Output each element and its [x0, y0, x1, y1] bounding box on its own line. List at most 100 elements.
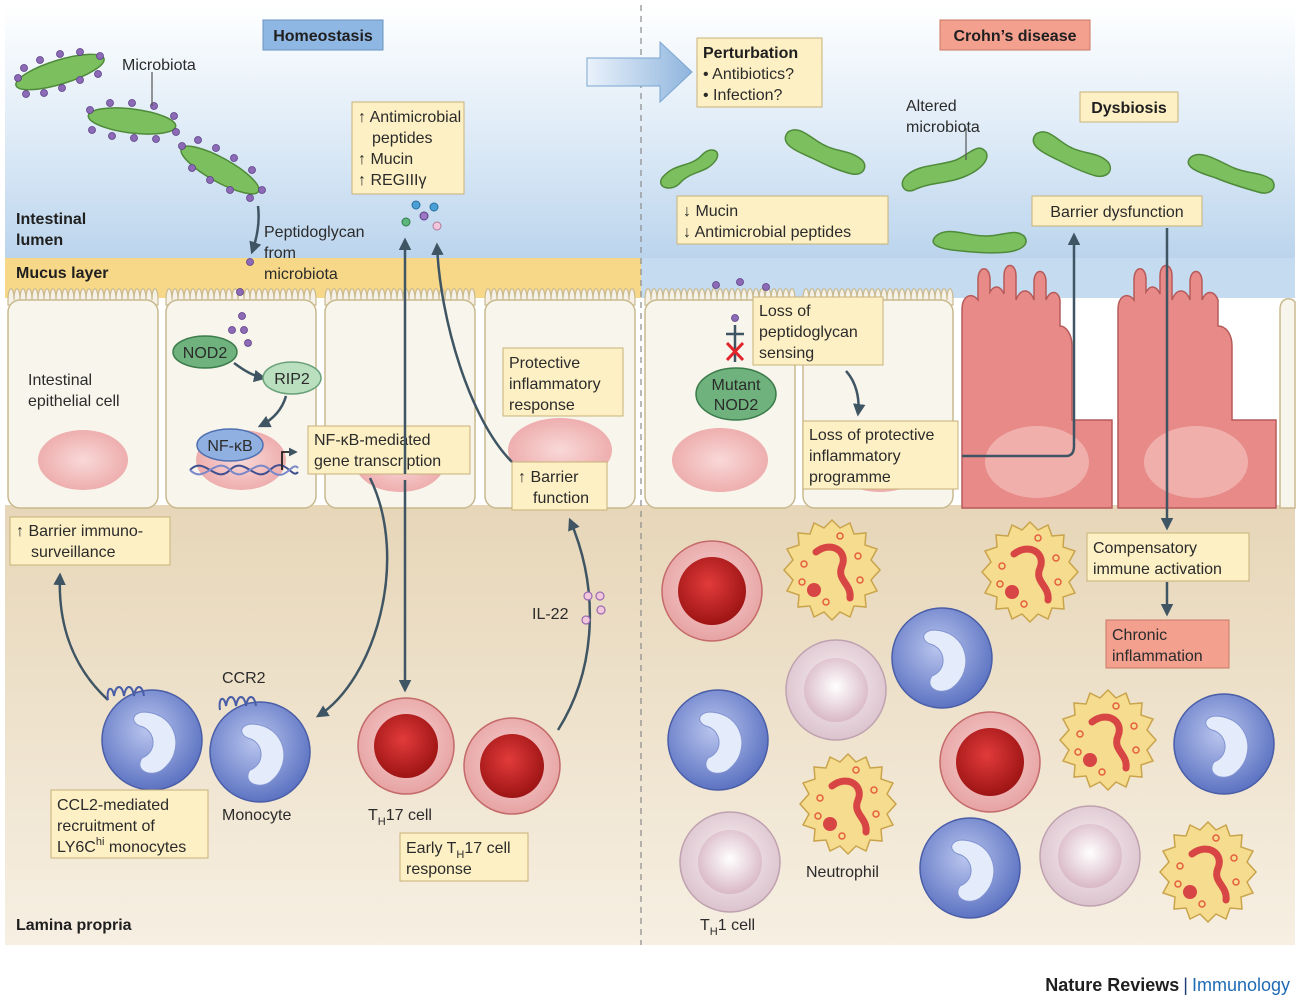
- loss-sensing-line2: peptidoglycan: [759, 324, 858, 341]
- mucin-line1: ↓ Mucin: [683, 203, 738, 220]
- protective-line1: Protective: [509, 355, 580, 372]
- protective-line2: inflammatory: [509, 376, 601, 393]
- peptidoglycan-arrow: [249, 205, 262, 255]
- right-monocyte-1: [891, 607, 993, 709]
- chronic-line1: Chronic: [1112, 627, 1167, 644]
- nfkb-node: NF-κB: [196, 428, 264, 462]
- perturbation-arrow: [586, 40, 693, 104]
- nfkb-box-line2: gene transcription: [314, 453, 441, 470]
- crohns-title-text: Crohn’s disease: [953, 28, 1076, 45]
- antimicrobial-line3: ↑ Mucin: [358, 151, 413, 168]
- monocyte-cell-1: [101, 686, 203, 791]
- credit-journal: Immunology: [1191, 975, 1290, 995]
- neutrophil-label: Neutrophil: [806, 864, 879, 881]
- loss-programme-line3: programme: [809, 469, 891, 486]
- sensing-to-programme-arrow: [845, 370, 866, 417]
- nfkb-transcription-box: NF-κB-mediated gene transcription: [307, 425, 471, 475]
- barrier-to-antimicrobial-arrow: [431, 242, 513, 463]
- dysbiosis-box: Dysbiosis: [1079, 91, 1179, 123]
- right-peptidoglycan-dots: [712, 278, 770, 322]
- ccr2-label: CCR2: [222, 670, 266, 687]
- loss-programme-box: Loss of protective inflammatory programm…: [802, 420, 959, 490]
- credit-separator: |: [1183, 975, 1188, 995]
- transcription-to-monocyte-arrow: [315, 477, 389, 718]
- loss-programme-line2: inflammatory: [809, 448, 901, 465]
- nod2-text: NOD2: [183, 345, 228, 362]
- compensatory-line2: immune activation: [1093, 561, 1222, 578]
- right-th1-cell-3: [1039, 805, 1141, 907]
- protective-line3: response: [509, 397, 575, 414]
- neutrophil-1: [782, 518, 882, 622]
- altered-label-2: microbiota: [906, 119, 980, 136]
- perturbation-item-2: • Infection?: [703, 87, 783, 104]
- th17-cell-2: [463, 717, 561, 815]
- right-th1-cell-2: [679, 811, 781, 913]
- monocyte-cell-2: [209, 696, 311, 803]
- loss-sensing-line3: sensing: [759, 345, 814, 362]
- neutrophil-2: [980, 520, 1080, 624]
- right-monocyte-4: [919, 817, 1021, 919]
- neutrophil-5: [1158, 820, 1258, 924]
- th17-sub: H: [378, 816, 386, 828]
- dysbiosis-text: Dysbiosis: [1091, 100, 1167, 117]
- mucin-decrease-box: ↓ Mucin ↓ Antimicrobial peptides: [676, 195, 889, 245]
- immunosurveillance-box: ↑ Barrier immuno- surveillance: [9, 516, 171, 566]
- peptidoglycan-label-3: microbiota: [264, 266, 338, 283]
- ccl2-line3: LY6Chi monocytes: [57, 836, 186, 856]
- credit-publisher: Nature Reviews: [1045, 975, 1180, 995]
- il22-label: IL-22: [532, 606, 569, 623]
- lumen-label-1: Intestinal: [16, 211, 86, 228]
- mucus-label: Mucus layer: [16, 265, 108, 282]
- antimicrobial-line2: peptides: [372, 130, 433, 147]
- crohns-title: Crohn’s disease: [939, 19, 1091, 51]
- right-monocyte-3: [1173, 693, 1275, 795]
- il22-dots: [581, 591, 606, 625]
- neutrophil-4: [798, 752, 898, 856]
- antimicrobial-line1: ↑ Antimicrobial: [358, 109, 461, 126]
- nfkb-box-line1: NF-κB-mediated: [314, 432, 430, 449]
- th17-tail: 17 cell: [386, 807, 432, 824]
- blocked-sensing: [725, 325, 745, 362]
- barrier-function-box: ↑ Barrier function: [511, 461, 608, 511]
- rip2-node: RIP2: [262, 361, 322, 395]
- right-th17-cell-1: [661, 540, 763, 642]
- early-main: Early T: [406, 840, 457, 857]
- rip2-text: RIP2: [274, 371, 310, 388]
- ccl2-box: CCL2-mediated recruitment of LY6Chi mono…: [50, 789, 209, 859]
- loss-programme-line1: Loss of protective: [809, 427, 935, 444]
- early-th17-box: Early TH17 cell response: [399, 832, 529, 882]
- monocyte-label: Monocyte: [222, 807, 291, 824]
- altered-label-1: Altered: [906, 98, 957, 115]
- early-sub: H: [456, 849, 464, 861]
- th17-main: T: [368, 807, 378, 824]
- journal-credit: Nature Reviews|Immunology: [1045, 975, 1290, 996]
- antimicrobial-box: ↑ Antimicrobial peptides ↑ Mucin ↑ REGII…: [351, 101, 465, 195]
- loss-sensing-line1: Loss of: [759, 303, 811, 320]
- early-line2: response: [406, 861, 472, 878]
- lumen-label-2: lumen: [16, 232, 63, 249]
- th17-cell-1: [357, 697, 455, 795]
- immunosurveillance-line2: surveillance: [31, 544, 116, 561]
- th1-tail: 1 cell: [718, 917, 755, 934]
- right-th1-cell-1: [785, 639, 887, 741]
- th17-label: TH17 cell: [368, 807, 432, 828]
- microbiota-bacteria: [14, 48, 266, 202]
- ccl2-line2: recruitment of: [57, 818, 155, 835]
- ly6c-main: LY6C: [57, 839, 96, 856]
- perturbation-box: Perturbation • Antibiotics? • Infection?: [696, 37, 823, 108]
- barrier-dysfunction-text: Barrier dysfunction: [1050, 204, 1183, 221]
- immunosurveillance-line1: ↑ Barrier immuno-: [16, 523, 143, 540]
- mutant-nod2-line2: NOD2: [714, 397, 759, 414]
- nod2-to-rip2-arrow: [233, 361, 267, 383]
- loss-sensing-box: Loss of peptidoglycan sensing: [752, 296, 884, 366]
- antimicrobial-line4: ↑ REGIIIγ: [358, 172, 426, 189]
- barrier-function-line2: function: [533, 490, 589, 507]
- dna-helix: [189, 447, 299, 476]
- chronic-line2: inflammation: [1112, 648, 1203, 665]
- ly6c-sup: hi: [96, 836, 105, 848]
- barrier-dysfunction-box: Barrier dysfunction: [1031, 195, 1203, 227]
- th1-label: TH1 cell: [700, 917, 755, 938]
- compensatory-line1: Compensatory: [1093, 540, 1197, 557]
- right-th17-cell-2: [939, 711, 1041, 813]
